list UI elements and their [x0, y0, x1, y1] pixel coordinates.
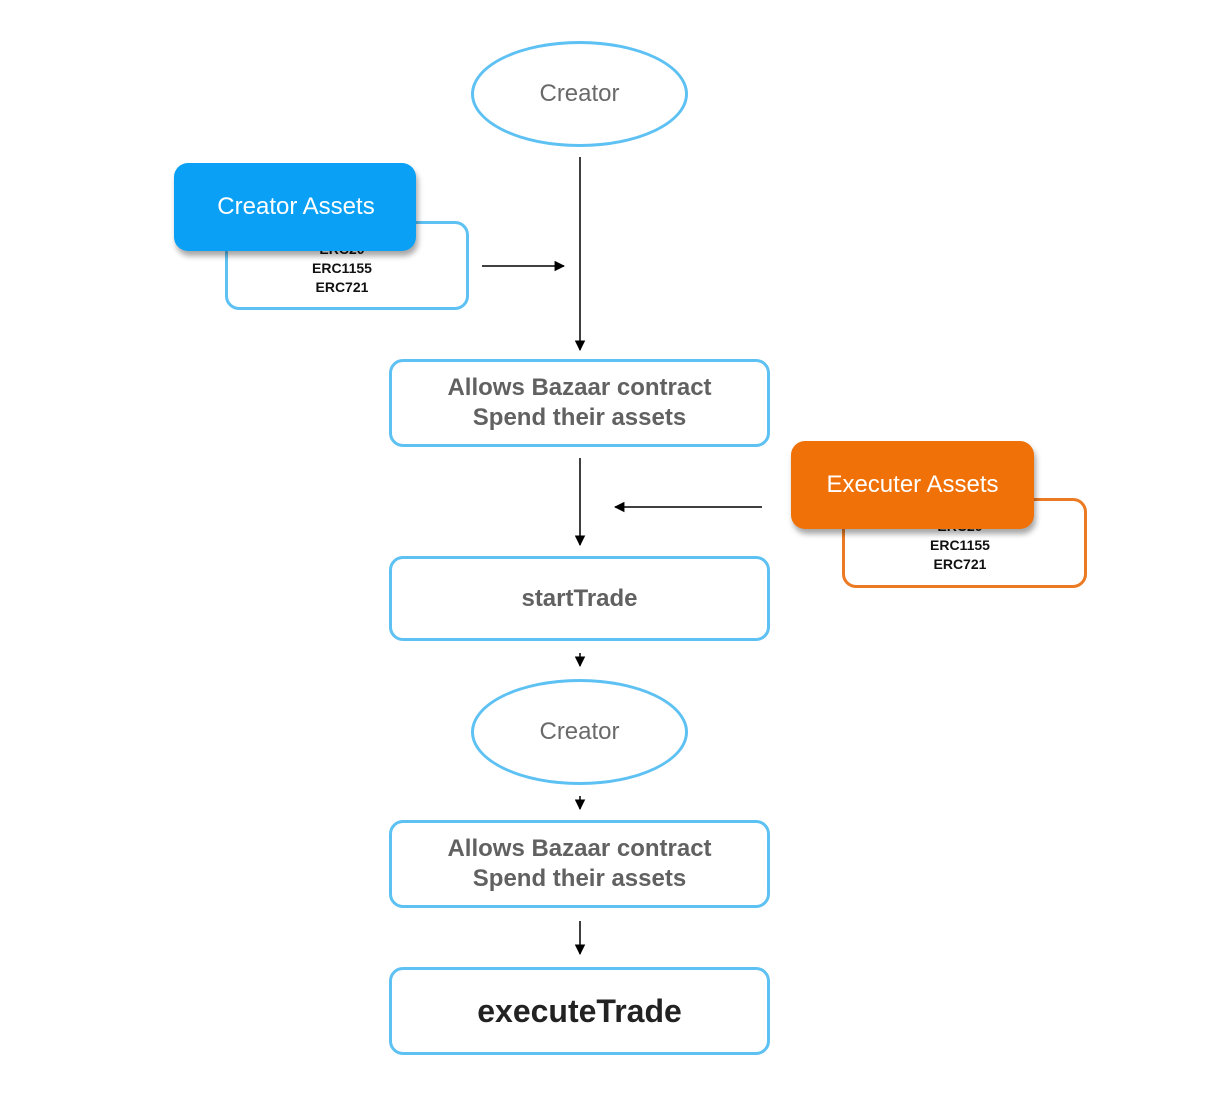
creator-node-bottom: Creator	[471, 679, 688, 785]
approve-line-1: Allows Bazaar contract	[447, 374, 712, 401]
creator-assets-tag: Creator Assets	[174, 163, 416, 251]
approve-box-1: Allows Bazaar contract Spend their asset…	[389, 359, 770, 447]
executer-assets-title: Executer Assets	[826, 471, 999, 498]
creator-assets-title: Creator Assets	[217, 193, 375, 220]
executer-assets-tag: Executer Assets	[791, 441, 1034, 529]
asset-item-erc1155: ERC1155	[312, 260, 372, 276]
execute-trade-box: executeTrade	[389, 967, 770, 1055]
start-trade-box: startTrade	[389, 556, 770, 641]
asset-item-erc721: ERC721	[315, 279, 369, 295]
creator-label: Creator	[539, 80, 620, 107]
approve-line-2: Spend their assets	[472, 404, 687, 431]
approve-box-2: Allows Bazaar contract Spend their asset…	[389, 820, 770, 908]
asset-item-erc721: ERC721	[933, 556, 987, 572]
approve-line-2: Spend their assets	[472, 865, 687, 892]
approve-line-1: Allows Bazaar contract	[447, 835, 712, 862]
start-trade-label: startTrade	[521, 584, 638, 612]
execute-trade-label: executeTrade	[477, 993, 682, 1029]
creator-label: Creator	[539, 718, 620, 745]
creator-node-top: Creator	[471, 41, 688, 147]
asset-item-erc1155: ERC1155	[930, 537, 990, 553]
